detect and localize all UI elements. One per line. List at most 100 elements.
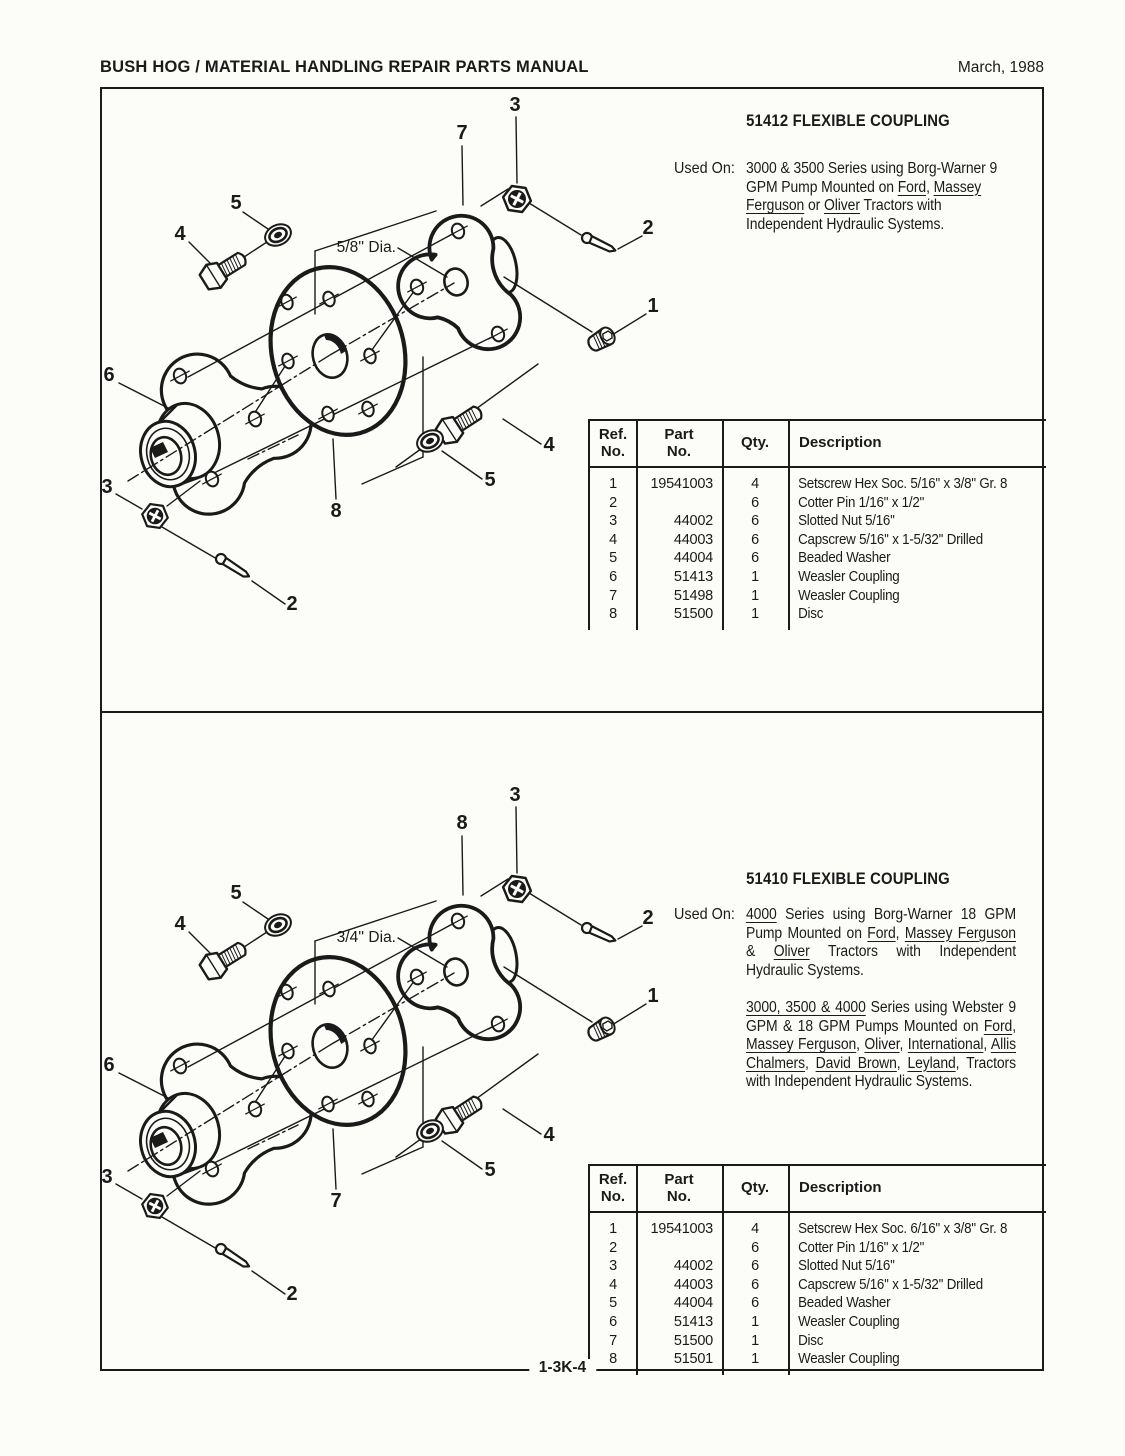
leader-line [441,1140,483,1170]
leader-line [251,1270,286,1295]
leader-line [480,878,509,897]
leader-line [441,450,483,480]
hole-slash [358,403,378,415]
table-header-row: Ref. No. Part No. Qty. Description [590,1166,1046,1213]
body-text: Tractors with Independent Hydraulic Syst… [746,197,945,233]
cell-ref-no: 8 [609,606,617,623]
leader-line [115,493,143,510]
body-text: & [746,943,774,960]
cell-qty: 1 [751,1332,759,1349]
leader-line [242,901,269,920]
leader-line [251,1049,290,1108]
leader-line [188,931,211,954]
cell-part-no: 51501 [673,1351,713,1368]
page-code: 1-3K-4 [528,1359,597,1377]
cell-part-no: 51413 [673,568,713,585]
used-on-paragraph: 4000 Series using Borg-Warner 18 GPM Pum… [746,906,1016,980]
masthead: BUSH HOG / MATERIAL HANDLING REPAIR PART… [100,58,1044,77]
construction-lines [115,116,647,605]
hole-slash [318,1098,338,1110]
callout-label: 3 [101,1166,112,1188]
cell-part-no: 44003 [673,1276,713,1293]
hole-slash [245,1103,265,1115]
leader-line [515,806,518,874]
hole-slash [488,1018,508,1030]
callout-label: 7 [456,122,467,144]
leader-line [503,276,593,333]
construction-lines [115,806,647,1295]
cell-part-no: 44004 [673,550,713,567]
leader-line [617,925,643,940]
column-header: Ref. No. [598,1171,628,1205]
hole-slash [448,225,468,237]
flange-center-hole [443,267,469,297]
panel-divider [100,711,1044,713]
leader-line [213,1024,497,1164]
beaded-washer-drawing [416,429,444,453]
callout-label: 8 [330,500,341,522]
capscrew-drawing [198,941,247,981]
slotted-nut-drawing [501,874,533,904]
cell-ref-no: 5 [609,550,617,567]
cell-qty: 6 [751,1239,759,1256]
cell-part-no: 51413 [673,1313,713,1330]
leader-line [247,1124,299,1150]
leader-line [118,382,171,410]
body-text: , [926,178,934,196]
column-header: Description [799,1179,882,1197]
cell-ref-no: 1 [609,476,617,492]
callout-label: 4 [543,434,555,456]
cell-qty: 6 [751,513,759,530]
hole-slash [319,293,339,305]
leader-line [528,892,582,926]
issue-date: March, 1988 [957,59,1044,76]
cell-ref-no: 7 [609,587,617,604]
cell-ref-no: 4 [609,1276,617,1293]
column-header: Qty. [740,1179,770,1197]
cell-description: Capscrew 5/16'' x 1-5/32'' Drilled [798,531,983,548]
underlined-term: Leyland [907,1054,956,1072]
cell-qty: 6 [751,1295,759,1312]
cell-description: Weasler Coupling [798,1351,900,1368]
leader-line [314,210,437,252]
column-header: Part No. [664,1171,694,1205]
capscrew-drawing [198,251,247,291]
leader-line [187,230,459,378]
leader-line [329,972,455,1046]
body-text: , [895,924,905,942]
hole-slash [277,296,297,308]
column-header: Description [799,434,882,452]
leader-line [127,354,331,482]
underlined-term: Ford [867,924,896,942]
hole-slash [358,1093,378,1105]
body-text: , [896,1054,908,1072]
leader-line [127,1044,331,1172]
callout-label: 5 [230,882,241,904]
hole-slash [407,971,427,983]
hole-slash [245,413,265,425]
table-rule [722,1166,724,1375]
hole-slash [488,328,508,340]
hole-slash [278,1045,298,1057]
leader-line [242,211,269,230]
hole-slash [360,1040,380,1052]
cell-description: Weasler Coupling [798,587,900,604]
body-text: , Tractors with Independent Hydraulic Sy… [746,1054,1016,1091]
leader-line [617,235,643,250]
body-text: , [804,1054,816,1072]
hole-slash [277,986,297,998]
callout-label: 1 [647,985,658,1007]
cell-qty: 6 [751,531,759,548]
cell-ref-no: 1 [609,1221,617,1237]
leader-line [480,188,509,207]
cell-qty: 1 [751,568,759,585]
cell-part-no: 44002 [673,1258,713,1275]
used-on-label: Used On: [674,906,735,923]
cell-description: Setscrew Hex Soc. 6/16'' x 3/8'' Gr. 8 [798,1221,1008,1237]
